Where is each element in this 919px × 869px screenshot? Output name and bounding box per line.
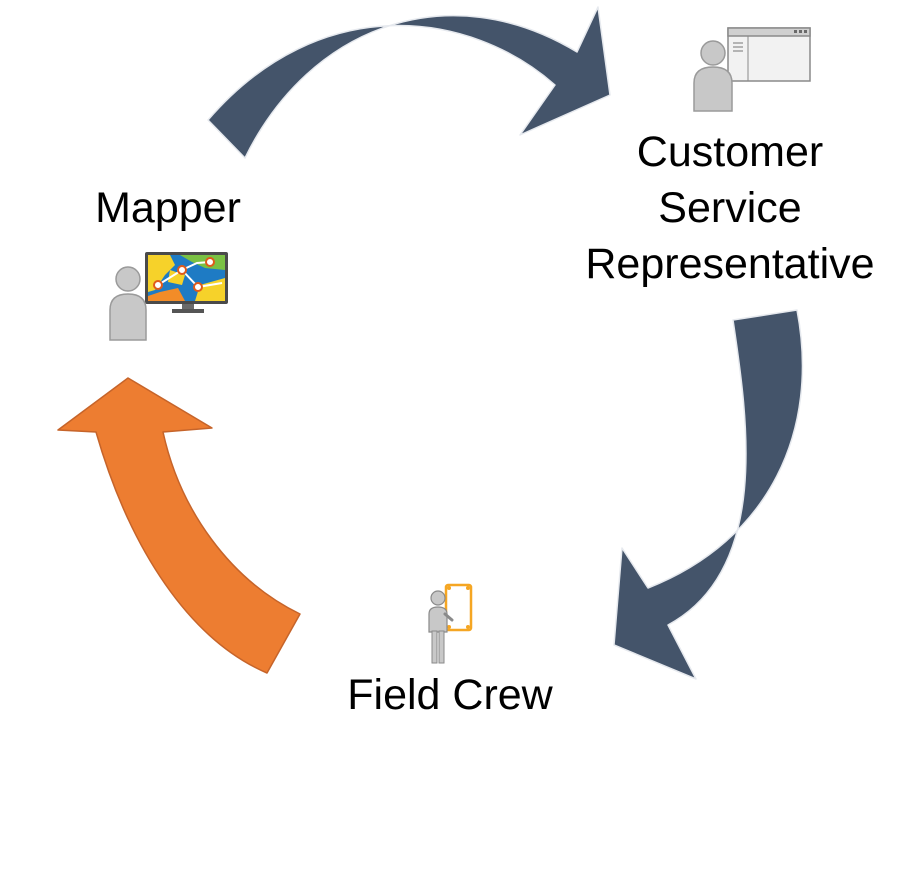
person-with-browser-window-icon [693, 27, 811, 112]
arrow-mapper-to-csr [207, 6, 611, 159]
person-with-tablet-icon [428, 583, 473, 664]
arrow-field-crew-to-mapper [57, 377, 301, 674]
field-crew-label: Field Crew [347, 671, 553, 719]
csr-label-line: Service [658, 184, 802, 232]
person-with-map-monitor-icon [109, 252, 228, 341]
csr-label-line: Representative [585, 240, 875, 288]
mapper-label: Mapper [95, 184, 241, 232]
customer-service-representative-label: Customer Service Representative [560, 124, 900, 292]
csr-label-line: Customer [636, 128, 824, 176]
arrow-csr-to-field-crew [613, 309, 804, 680]
